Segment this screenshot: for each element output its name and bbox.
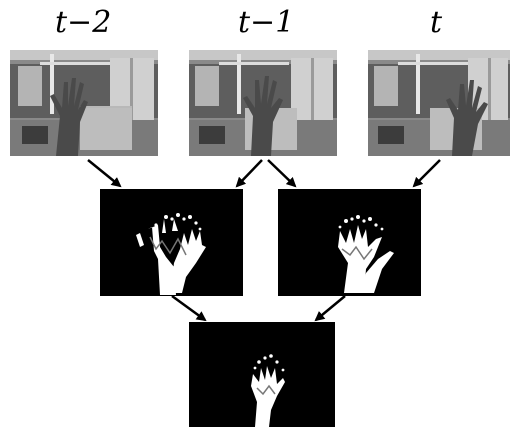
frame-label-t-minus-1: t−1 (238, 5, 295, 40)
arrow-t-minus-2-to-left-mask (87, 159, 122, 188)
frame-label-t-minus-2: t−2 (55, 5, 112, 40)
arrow-t-minus-1-to-left-mask (235, 159, 263, 188)
difference-mask-left (100, 189, 243, 296)
arrow-t-to-right-mask (412, 159, 441, 188)
photo-frame-t-minus-2 (10, 50, 158, 156)
difference-mask-right (278, 189, 421, 296)
combined-mask (189, 322, 335, 427)
arrow-t-minus-1-to-right-mask (267, 159, 297, 188)
frame-label-t: t (430, 5, 443, 40)
photo-frame-t (368, 50, 510, 156)
photo-frame-t-minus-1 (189, 50, 337, 156)
arrow-right-mask-to-combined (314, 295, 346, 322)
arrow-left-mask-to-combined (171, 294, 207, 322)
